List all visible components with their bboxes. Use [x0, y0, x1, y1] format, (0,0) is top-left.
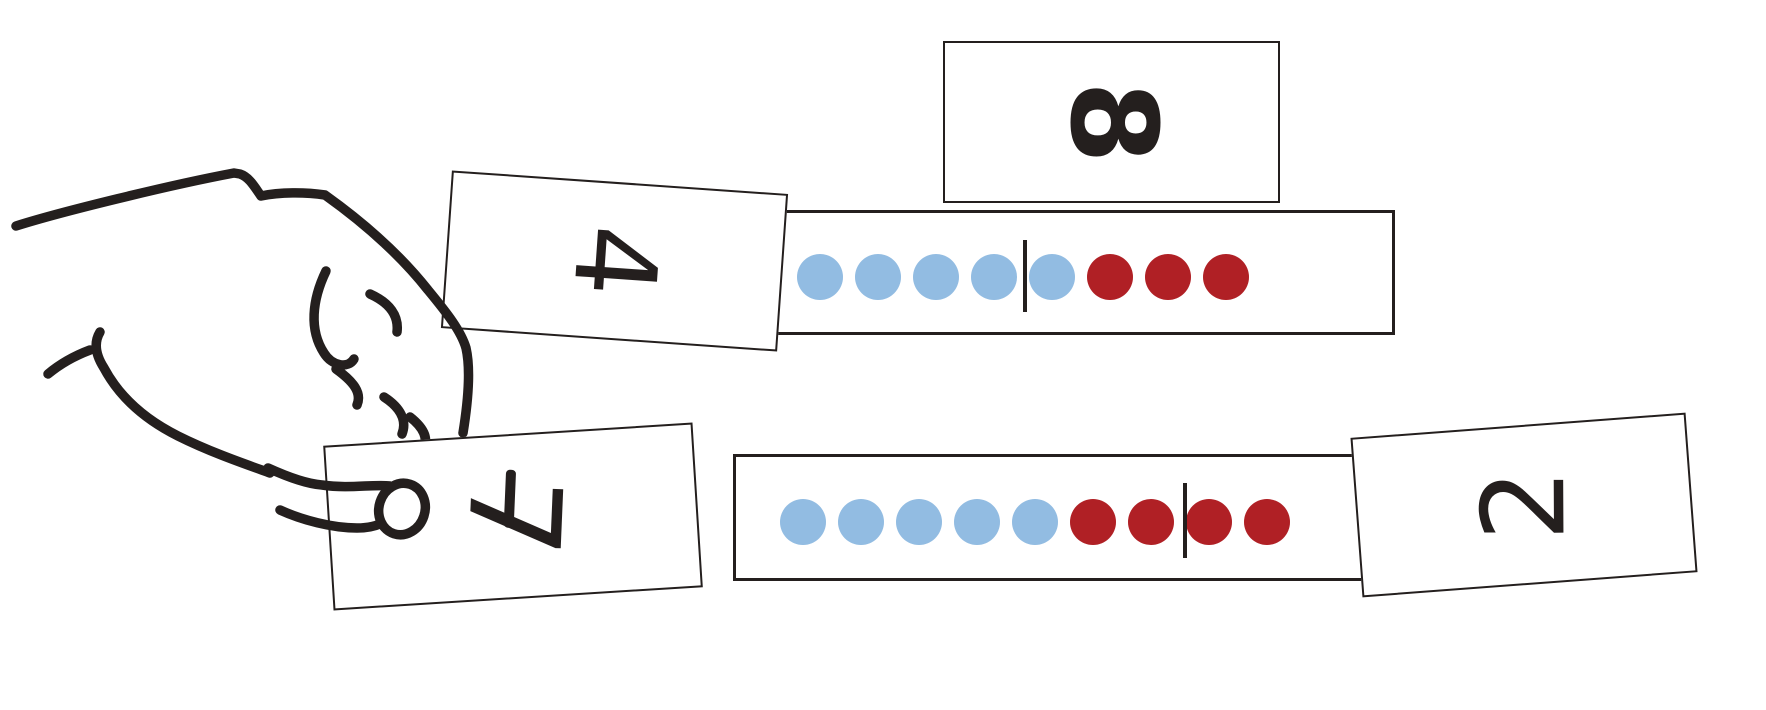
knuckle-arc: [379, 392, 409, 439]
blue-counter-dot: [971, 254, 1017, 300]
blue-counter-dot: [838, 499, 884, 545]
dot-strip-bottom: [733, 454, 1380, 581]
dot-row: [780, 499, 1290, 545]
index-finger-curl: [309, 266, 359, 370]
blue-counter-dot: [1012, 499, 1058, 545]
hand-lower-contour: [91, 327, 275, 478]
wrist-stroke: [43, 345, 95, 379]
red-counter-dot: [1070, 499, 1116, 545]
number-card-4[interactable]: 4: [440, 170, 789, 352]
knuckle-arc: [365, 289, 402, 337]
blue-counter-dot: [896, 499, 942, 545]
blue-counter-dot: [797, 254, 843, 300]
red-counter-dot: [1244, 499, 1290, 545]
hand-illustration: [11, 168, 474, 478]
number-card-2[interactable]: 2: [1350, 412, 1698, 598]
red-counter-dot: [1128, 499, 1174, 545]
strip-divider: [1183, 483, 1187, 558]
card-digit: 7: [438, 469, 589, 560]
blue-counter-dot: [954, 499, 1000, 545]
strip-divider: [1023, 240, 1027, 312]
red-counter-dot: [1203, 254, 1249, 300]
thumb-nail: [373, 478, 431, 540]
card-digit: 4: [547, 220, 682, 302]
thumb-overlay: [263, 463, 431, 540]
red-counter-dot: [1145, 254, 1191, 300]
blue-counter-dot: [1029, 254, 1075, 300]
blue-counter-dot: [913, 254, 959, 300]
card-digit: 2: [1456, 468, 1591, 542]
blue-counter-dot: [780, 499, 826, 545]
red-counter-dot: [1186, 499, 1232, 545]
thumb-bottom-contour: [275, 505, 392, 533]
dot-strip-top: [760, 210, 1395, 335]
card-digit: 8: [1043, 80, 1181, 164]
number-card-8[interactable]: 8: [943, 41, 1280, 203]
hand-back-contour: [11, 168, 474, 438]
blue-counter-dot: [855, 254, 901, 300]
red-counter-dot: [1087, 254, 1133, 300]
knuckle-arc: [331, 364, 364, 410]
dot-row: [797, 254, 1249, 300]
